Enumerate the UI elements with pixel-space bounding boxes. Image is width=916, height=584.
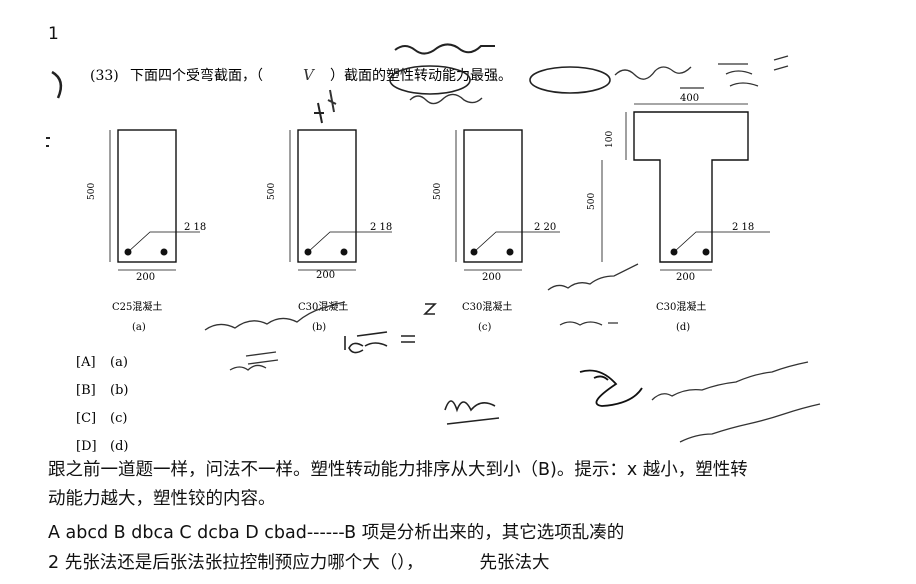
question-text: 下面四个受弯截面，（ — [130, 67, 263, 84]
handwriting-scribble — [327, 89, 337, 113]
handwriting-scribble — [344, 331, 415, 354]
section-concrete-label: C30混凝土 — [298, 300, 348, 313]
handwriting-scribble — [229, 351, 279, 371]
section-bars-label: 2 20 — [534, 222, 556, 233]
section-height-label: 500 — [267, 183, 277, 200]
question-text-end: ）截面的塑性转动能力最强。 — [330, 68, 512, 84]
section-width-label: 200 — [316, 270, 335, 281]
section-height-label: 500 — [433, 183, 443, 200]
section-a-diagram: 500 2 18 200 C25混凝土 (a) — [87, 129, 206, 333]
handwriting-circle — [389, 65, 471, 95]
section-d-diagram: 400 100 500 2 18 200 C30混凝土 (d) — [587, 93, 770, 333]
explanation-line-1: 跟之前一道题一样，问法不一样。塑性转动能力排序从大到小（B)。提示：x 越小，塑… — [48, 460, 748, 480]
option-key: [D] — [76, 439, 97, 454]
handwriting-scribble — [394, 43, 495, 55]
option-key: [A] — [76, 355, 96, 370]
option-key: [C] — [76, 411, 96, 426]
section-width-label: 200 — [676, 272, 695, 283]
section-bars-label: 2 18 — [732, 222, 754, 233]
flange-height-label: 100 — [605, 131, 615, 148]
handwriting-scribble — [680, 55, 789, 89]
option-key: [B] — [76, 383, 96, 398]
question-2-line: 2 先张法还是后张法张拉控制预应力哪个大（）， 先张法大 — [48, 548, 898, 578]
section-bars-label: 2 18 — [184, 222, 206, 233]
section-label: (c) — [478, 322, 492, 333]
question-prefix: (33) — [90, 68, 119, 84]
section-width-label: 200 — [136, 272, 155, 283]
options-line: A abcd B dbca C dcba D cbad------B 项是分析出… — [48, 523, 625, 543]
handwriting-scribble — [423, 303, 437, 315]
option-value: (b) — [110, 383, 128, 398]
handwriting-scribble — [579, 369, 643, 407]
section-label: (b) — [312, 322, 326, 333]
scanned-question-image: (33) 下面四个受弯截面，（ V ）截面的塑性转动能力最强。 500 2 18… — [46, 43, 821, 454]
flange-width-label: 400 — [680, 93, 699, 104]
section-c-diagram: 500 2 20 200 C30混凝土 (c) — [423, 129, 639, 333]
option-value: (d) — [110, 439, 128, 454]
handwriting-scribble — [547, 263, 639, 291]
handwriting-scribble — [444, 400, 500, 425]
question-number: 1 — [48, 24, 59, 44]
section-label: (d) — [676, 322, 690, 333]
scan-artifact-mark — [46, 137, 50, 147]
section-width-label: 200 — [482, 272, 501, 283]
explanation-line-2: 动能力越大，塑性铰的内容。 — [48, 489, 276, 509]
option-value: (c) — [110, 411, 127, 426]
question-2-answer: 先张法大 — [479, 553, 550, 573]
scan-artifact-mark — [51, 70, 63, 99]
section-concrete-label: C30混凝土 — [656, 300, 706, 313]
section-b-diagram: 500 2 18 200 C30混凝土 (b) — [204, 102, 392, 371]
handwriting-scribble — [409, 93, 483, 105]
section-height-label: 500 — [587, 193, 597, 210]
handwritten-answer-mark: V — [303, 66, 316, 84]
handwriting-scribble — [204, 301, 346, 331]
section-concrete-label: C30混凝土 — [462, 300, 512, 313]
option-value: (a) — [110, 355, 128, 370]
handwriting-scribble — [314, 102, 324, 124]
section-bars-label: 2 18 — [370, 222, 392, 233]
section-height-label: 500 — [87, 183, 97, 200]
handwriting-scribble — [651, 361, 809, 401]
handwriting-scribble — [679, 403, 821, 443]
handwriting-circle — [529, 66, 611, 94]
section-label: (a) — [132, 322, 146, 333]
question-2-text: 2 先张法还是后张法张拉控制预应力哪个大（）， — [48, 553, 424, 573]
section-concrete-label: C25混凝土 — [112, 300, 162, 313]
handwriting-scribble — [614, 66, 692, 80]
handwriting-scribble — [559, 321, 618, 326]
